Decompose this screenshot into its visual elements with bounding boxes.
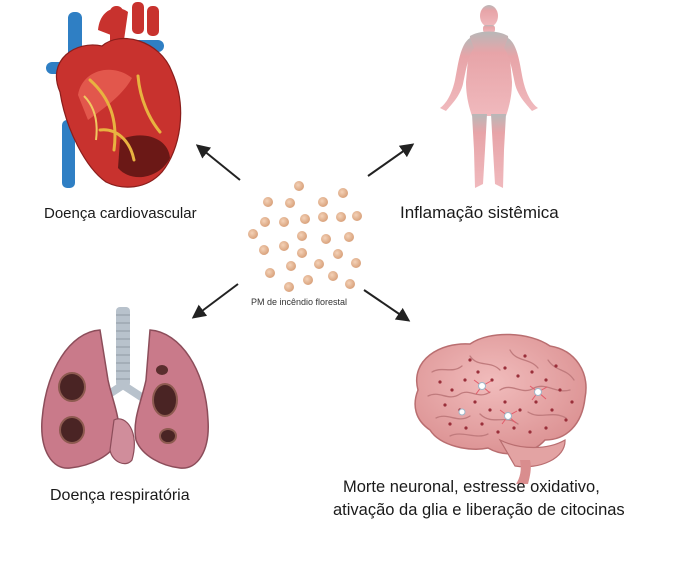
systemic-inflammation-label: Inflamação sistêmica: [400, 203, 559, 222]
arrow-to-lungs: [191, 283, 239, 319]
arrow-to-brain: [363, 289, 411, 322]
arrow-icon: [191, 143, 415, 322]
particulate-matter-label: PM de incêndio florestal: [251, 297, 348, 307]
respiratory-label: Doença respiratória: [50, 487, 190, 504]
human-body-icon: [440, 5, 538, 188]
neuro-effects-label-line2: ativação da glia e liberação de citocina…: [333, 501, 625, 519]
particle-cluster-icon: [248, 181, 362, 292]
lungs-icon: [41, 307, 209, 469]
neuro-effects-label-line1: Morte neuronal, estresse oxidativo,: [343, 478, 600, 496]
cardiovascular-label: Doença cardiovascular: [44, 205, 197, 222]
arrow-to-body: [367, 143, 415, 177]
heart-icon: [46, 2, 182, 188]
arrow-to-heart: [195, 144, 241, 181]
brain-icon: [414, 333, 587, 484]
